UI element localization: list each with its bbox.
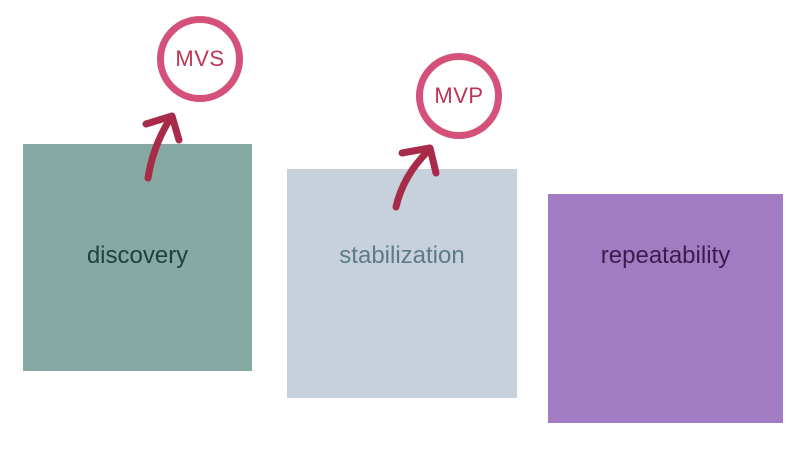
badge-mvs-label: MVS — [175, 46, 225, 71]
stage-box-discovery: discovery — [23, 144, 252, 371]
stage-label-discovery: discovery — [86, 242, 189, 269]
badge-mvp: MVP — [416, 53, 502, 139]
stage-box-stabilization: stabilization — [287, 169, 517, 398]
stage-label-repeatability: repeatability — [600, 242, 731, 269]
badge-mvs: MVS — [157, 16, 243, 102]
stage-label-stabilization: stabilization — [339, 242, 465, 269]
stage-box-repeatability: repeatability — [548, 194, 783, 423]
badge-mvp-label: MVP — [434, 83, 484, 108]
arrow-discovery-head — [142, 112, 183, 144]
